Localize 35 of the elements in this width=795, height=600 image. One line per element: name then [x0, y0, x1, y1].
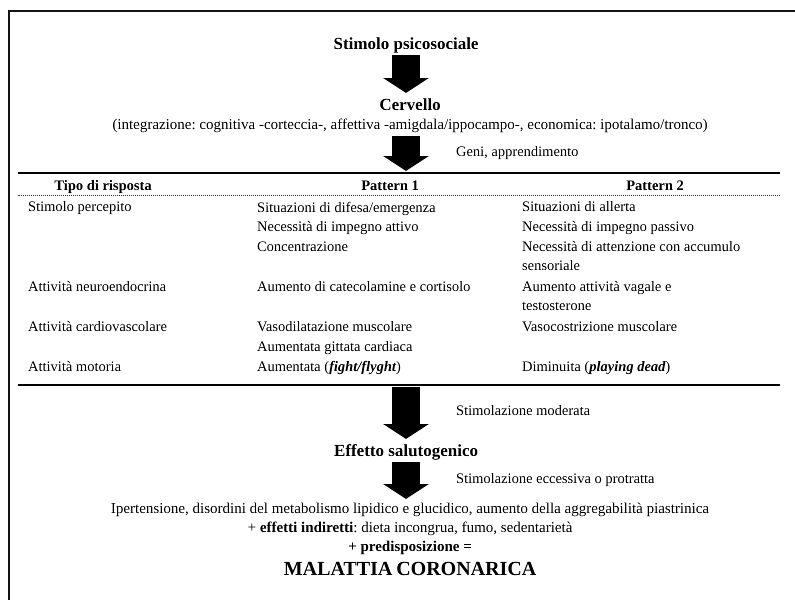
table-text: Attività motoria — [28, 358, 122, 377]
block-arrow — [383, 387, 429, 439]
table-text: Vasocostrizione muscolare — [522, 318, 678, 337]
block-arrow — [383, 55, 429, 93]
table-text: Attività neuroendocrina — [28, 278, 168, 297]
body-text: (integrazione: cognitiva -corteccia-, affettiva -amigdala/ippocampo-, economica: ipotalamo/tronco) — [112, 116, 708, 135]
table-text: Situazioni di difesa/emergenza — [257, 199, 437, 218]
edge-label: Geni, apprendimento — [454, 144, 580, 160]
response-table — [18, 172, 780, 386]
table-text: Vasodilatazione muscolare — [257, 318, 414, 337]
body-text: + effetti indiretti: dieta incongrua, fumo, sedentarietà — [248, 519, 572, 538]
heading-text: MALATTIA CORONARICA — [284, 557, 536, 581]
column-header: Pattern 1 — [360, 177, 420, 196]
table-text: Concentrazione — [257, 238, 349, 257]
heading-text: Effetto salutogenico — [334, 440, 478, 461]
edge-label: Stimolazione eccessiva o protratta — [454, 470, 656, 488]
heading-text: Stimolo psicosociale — [334, 33, 478, 54]
table-text: Attività cardiovascolare — [28, 318, 168, 337]
table-text: Necessità di impegno passivo — [522, 218, 695, 237]
table-text: Diminuita (playing dead) — [522, 358, 672, 377]
table-text: Necessità di impegno attivo — [257, 218, 420, 237]
heading-text: Cervello — [379, 94, 441, 115]
column-header: Tipo di risposta — [53, 177, 153, 196]
table-text: Necessità di attenzione con accumulo sensoriale — [522, 238, 742, 276]
table-text: Situazioni di allerta — [522, 198, 637, 217]
body-text: + predisposizione = — [348, 538, 472, 557]
table-text: Aumento di catecolamine e cortisolo — [257, 278, 472, 297]
block-arrow — [383, 136, 429, 171]
column-header: Pattern 2 — [625, 177, 685, 196]
table-text: Aumentata (fight/flyght) — [257, 358, 402, 377]
body-text: Ipertensione, disordini del metabolismo lipidico e glucidico, aumento della aggregabilità piastrinica — [110, 500, 710, 519]
block-arrow — [383, 462, 429, 499]
table-text: Aumento attività vagale e testosterone — [522, 278, 672, 316]
table-text: Aumentata gittata cardiaca — [257, 338, 414, 357]
table-text: Stimolo percepito — [28, 198, 132, 217]
